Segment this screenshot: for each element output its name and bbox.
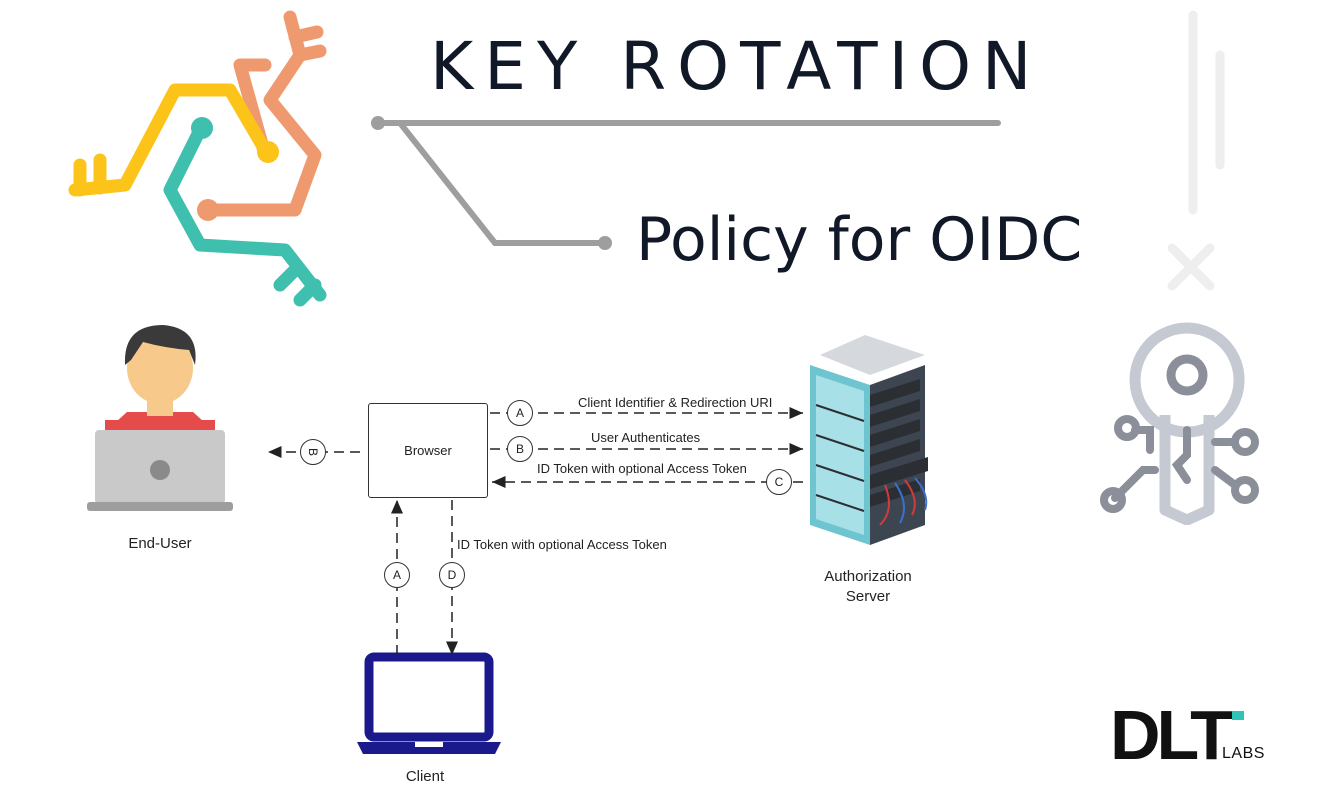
flow-label-d: ID Token with optional Access Token (457, 537, 667, 552)
step-b-left: B (300, 439, 326, 465)
flow-label-c: ID Token with optional Access Token (537, 461, 747, 476)
step-c: C (766, 469, 792, 495)
end-user-label: End-User (128, 535, 192, 552)
logo-accent-square (1232, 711, 1244, 720)
server-rack-icon (810, 335, 928, 545)
flow-label-b: User Authenticates (591, 430, 701, 445)
step-a-down: A (384, 562, 410, 588)
keys-logo-icon (68, 10, 327, 307)
dlt-logo-labs: LABS (1222, 745, 1265, 762)
end-user-icon (87, 325, 233, 511)
step-b-top: B (507, 436, 533, 462)
step-a-top: A (507, 400, 533, 426)
auth-server-label-1: Authorization (824, 568, 912, 585)
dlt-logo: DLT (1110, 696, 1233, 774)
client-laptop-icon (357, 652, 501, 754)
client-label: Client (405, 768, 445, 785)
page-title: KEY ROTATION (430, 28, 1043, 105)
step-d: D (439, 562, 465, 588)
browser-node: Browser (368, 403, 488, 498)
title-connector-line (371, 116, 1001, 250)
flow-label-a: Client Identifier & Redirection URI (578, 395, 773, 410)
auth-server-label-2: Server (845, 588, 891, 605)
browser-label: Browser (404, 443, 452, 458)
decorative-lines-icon (1167, 10, 1225, 291)
page-subtitle: Policy for OIDC (636, 205, 1083, 275)
digital-key-icon (1100, 322, 1259, 525)
